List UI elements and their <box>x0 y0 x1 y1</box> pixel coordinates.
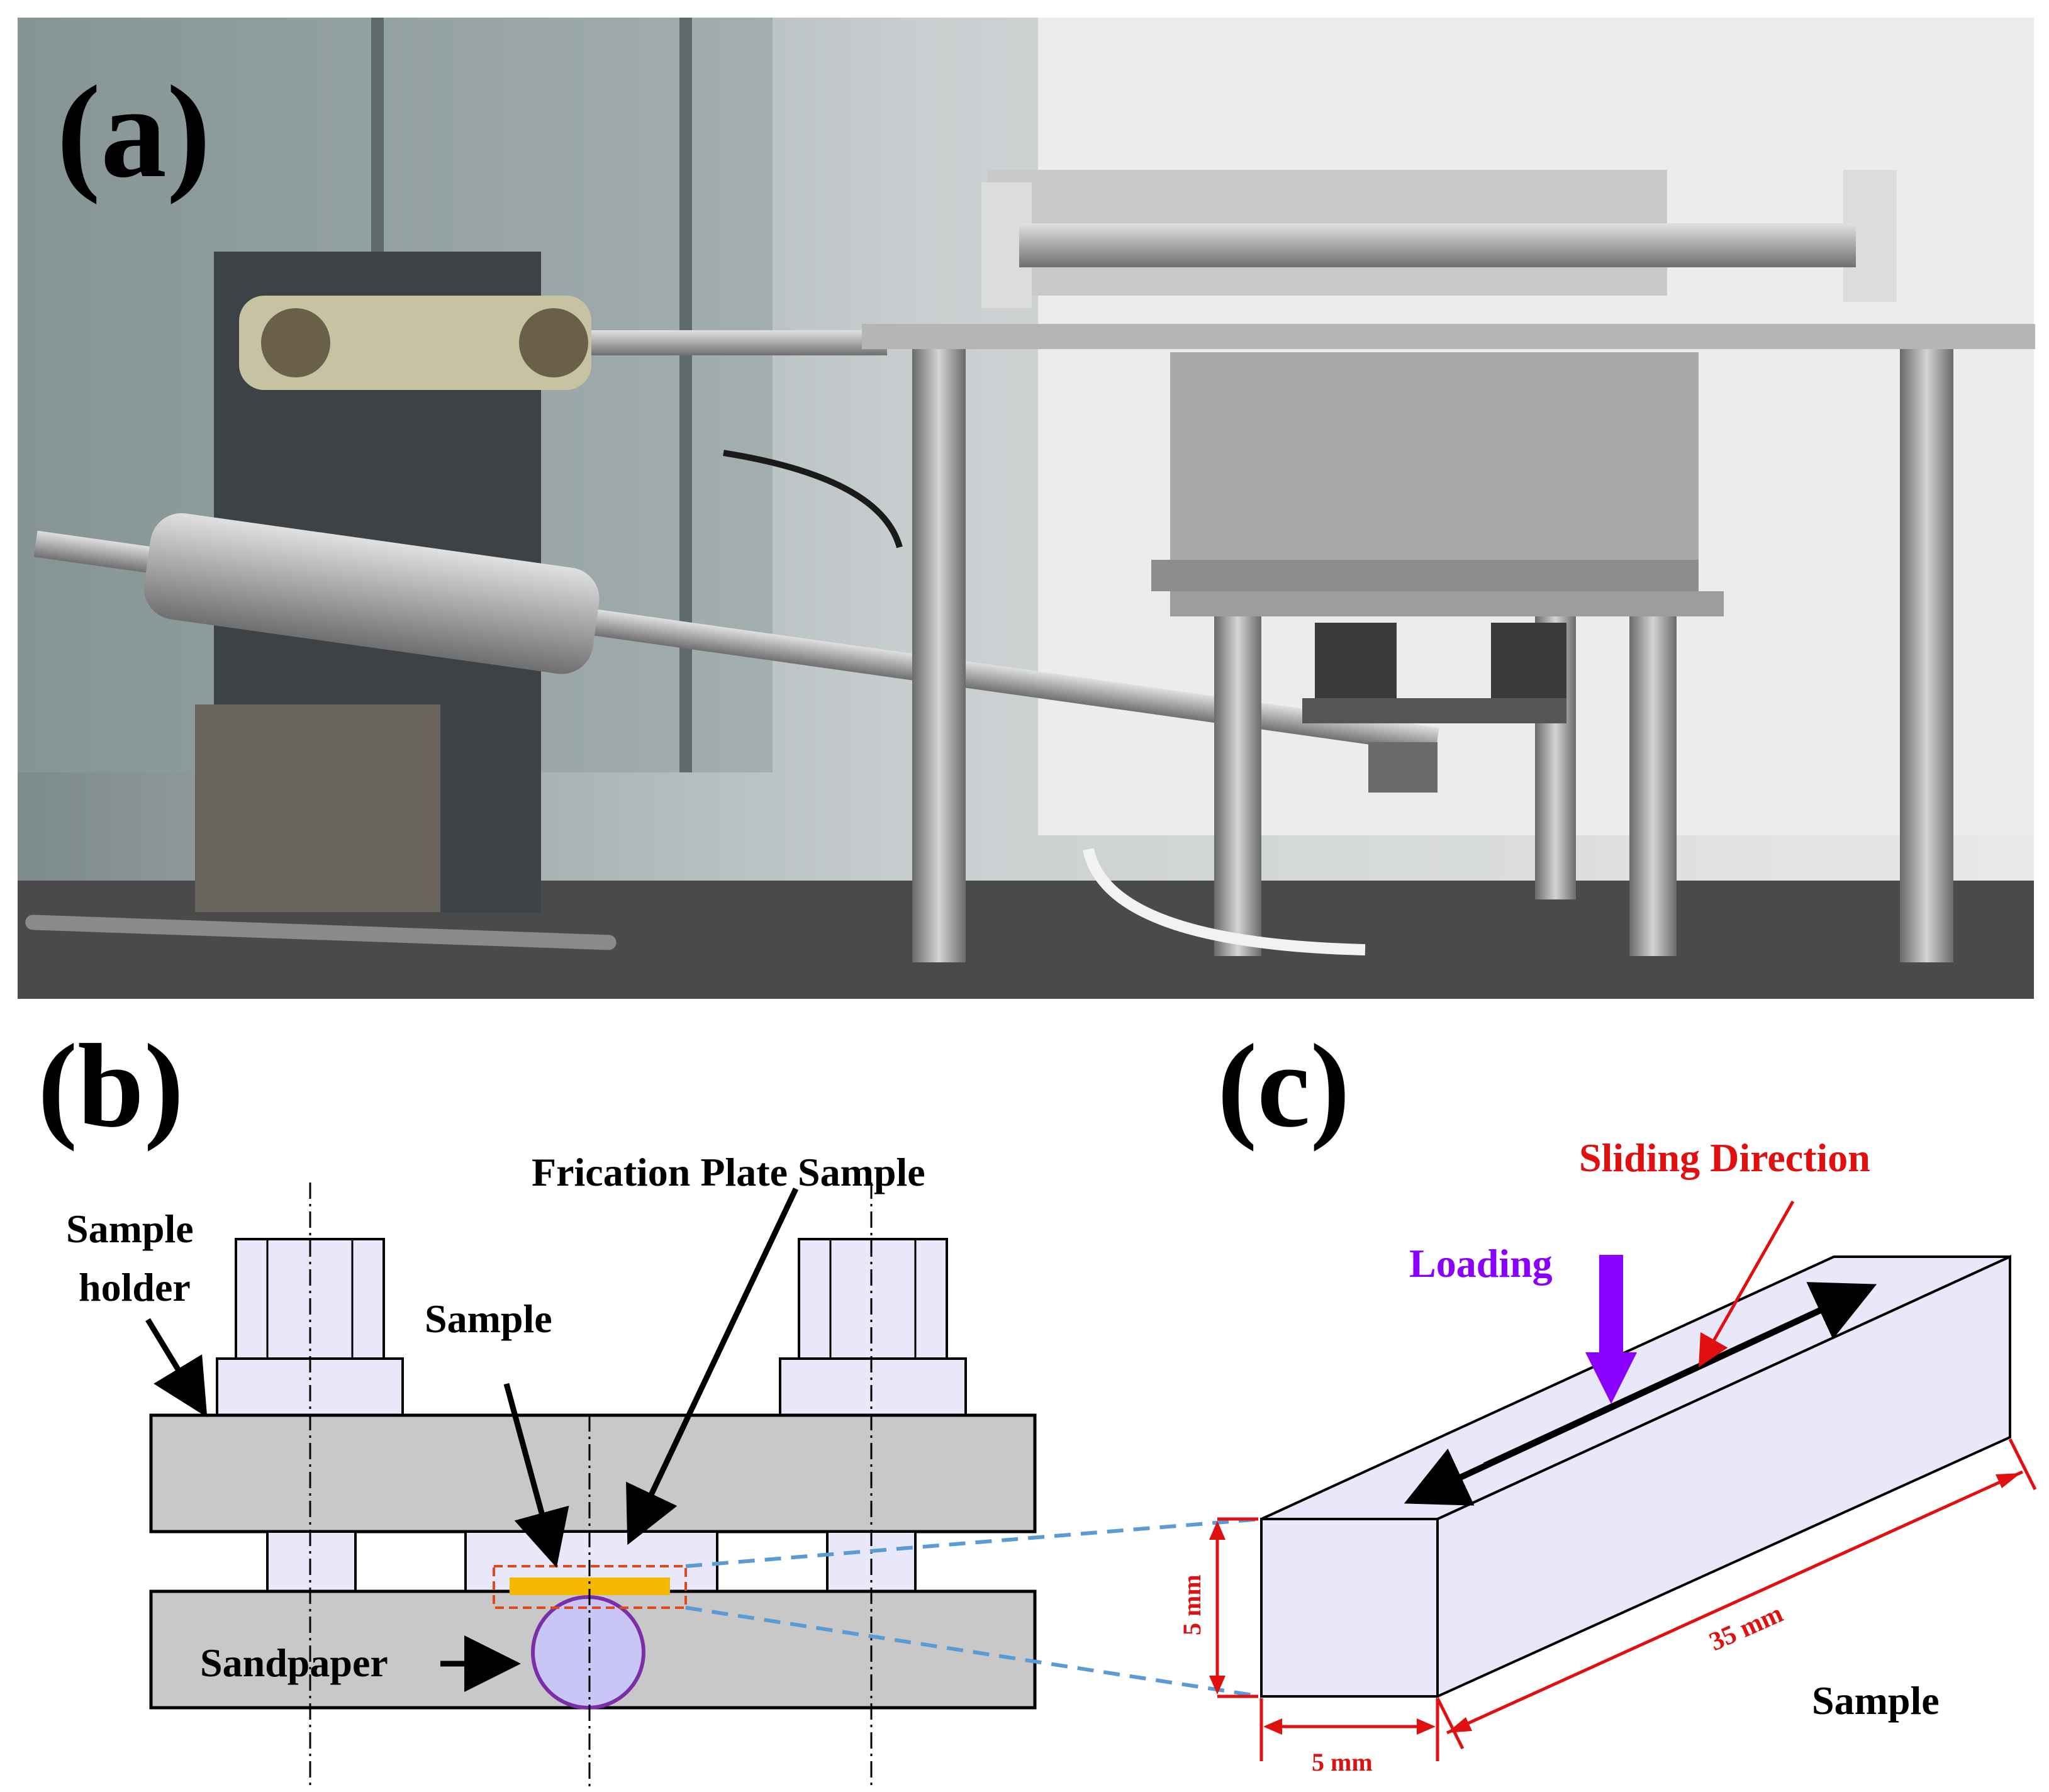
connecting-rod <box>591 330 887 355</box>
counterweight-cylinder <box>143 513 600 674</box>
crank-pivot <box>519 308 588 377</box>
block-front-face <box>1260 1518 1439 1698</box>
dim-tick <box>2008 1438 2037 1491</box>
length-dim-label: 35 mm <box>1705 1599 1787 1657</box>
load-box <box>1170 352 1699 566</box>
leg <box>1900 349 1953 962</box>
window-frame <box>679 18 692 772</box>
loading-label: Loading <box>1409 1241 1553 1286</box>
crank-arm <box>239 296 591 390</box>
loading-arrow-shaft <box>1599 1255 1623 1355</box>
sandpaper-roller <box>531 1595 645 1710</box>
sandpaper-label: Sandpaper <box>200 1640 388 1685</box>
leg <box>912 349 966 962</box>
sample-label: Sample <box>425 1296 552 1341</box>
zoom-connector <box>685 1606 1262 1698</box>
frication-plate-arrow <box>626 1188 799 1545</box>
loading-arrow-head <box>1585 1352 1637 1404</box>
cable <box>723 450 903 548</box>
tweezers <box>25 915 617 950</box>
box-plate <box>1151 560 1699 591</box>
top-plate <box>862 324 2035 349</box>
sample-holder-label: Sample <box>66 1206 194 1251</box>
panel-label-a: (a) <box>57 59 211 205</box>
photo-panel <box>18 18 2035 999</box>
cross-bar <box>1302 698 1566 723</box>
schematic-b <box>145 1183 1262 1789</box>
sample-holder-label: holder <box>79 1265 191 1310</box>
bearing-housing <box>1491 623 1566 711</box>
height-dim-label: 5 mm <box>1178 1574 1206 1635</box>
sliding-direction-pointer <box>1699 1200 1795 1367</box>
spacer <box>266 1530 357 1593</box>
paper-strip <box>1083 848 1366 955</box>
sample-holder-right <box>779 1238 967 1416</box>
sample-holder-arrow <box>145 1318 208 1418</box>
frication-plate-sample-label: Frication Plate Sample <box>532 1150 925 1194</box>
sample-3d-label: Sample <box>1812 1678 1940 1723</box>
highlight-box <box>493 1565 687 1609</box>
sliding-arrow <box>1404 1286 1867 1506</box>
leg <box>1214 616 1261 956</box>
width-dim-label: 5 mm <box>1312 1748 1373 1776</box>
bearing-housing <box>1315 623 1397 711</box>
sample-wheel <box>1368 742 1438 793</box>
lower-plate <box>1170 591 1724 616</box>
length-dim-line <box>1446 1470 2024 1735</box>
sample-3d-block <box>1209 1200 2037 1761</box>
leg <box>1629 616 1677 956</box>
zoom-connector <box>685 1517 1262 1568</box>
crank-pivot <box>261 308 330 377</box>
guide-rail <box>1019 223 1856 267</box>
support-block <box>195 704 440 912</box>
panel-label-b: (b) <box>38 1020 184 1152</box>
sliding-direction-label: Sliding Direction <box>1579 1135 1870 1180</box>
panel-label-c: (c) <box>1217 1020 1350 1152</box>
upper-plate <box>149 1413 1037 1533</box>
dim-tick <box>1436 1697 1465 1750</box>
sample-arrow <box>503 1383 569 1568</box>
